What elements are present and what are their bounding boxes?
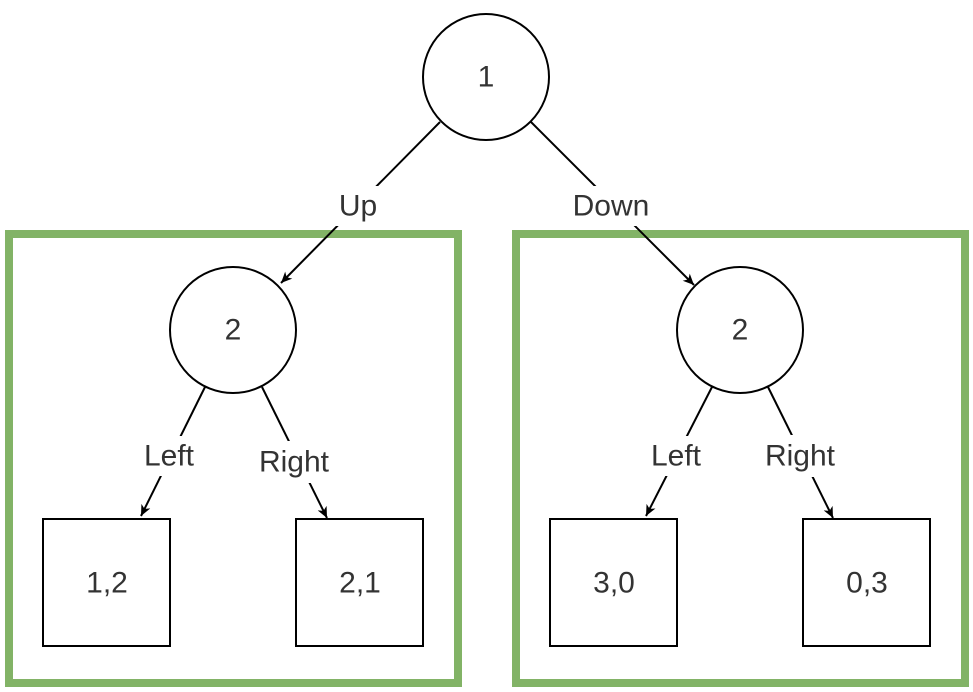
right-decision-node-label: 2 <box>732 314 749 347</box>
edge-label-up-text: Up <box>339 190 377 223</box>
edge-label-left-right-subgame: Left <box>643 436 709 476</box>
edge-label-left-left-subgame: Left <box>136 436 202 476</box>
edge-label-up: Up <box>332 186 384 226</box>
left-decision-node: 2 <box>169 266 297 394</box>
right-decision-node: 2 <box>676 266 804 394</box>
leaf-payoff-0-3-label: 0,3 <box>846 567 888 600</box>
edge-label-left-text-right-subgame: Left <box>651 440 702 473</box>
right-subgame-box <box>512 230 969 687</box>
left-subgame-box <box>5 230 462 687</box>
edge-label-right-text-left-subgame: Right <box>259 446 330 479</box>
left-decision-node-label: 2 <box>225 314 242 347</box>
leaf-payoff-3-0-label: 3,0 <box>593 567 635 600</box>
leaf-payoff-1-2-label: 1,2 <box>86 567 128 600</box>
edge-label-right-text-right-subgame: Right <box>765 440 836 473</box>
leaf-payoff-0-3: 0,3 <box>802 518 931 647</box>
leaf-payoff-3-0: 3,0 <box>549 518 678 647</box>
root-node-label: 1 <box>478 61 495 94</box>
edge-label-down-text: Down <box>573 190 650 223</box>
edge-label-right-right-subgame: Right <box>757 435 843 477</box>
leaf-payoff-1-2: 1,2 <box>42 518 171 647</box>
root-decision-node: 1 <box>422 13 550 141</box>
leaf-payoff-2-1-label: 2,1 <box>339 567 381 600</box>
leaf-payoff-2-1: 2,1 <box>295 518 424 647</box>
edge-label-left-text-left-subgame: Left <box>144 440 195 473</box>
edge-label-right-left-subgame: Right <box>251 441 337 483</box>
edge-label-down: Down <box>562 186 660 226</box>
